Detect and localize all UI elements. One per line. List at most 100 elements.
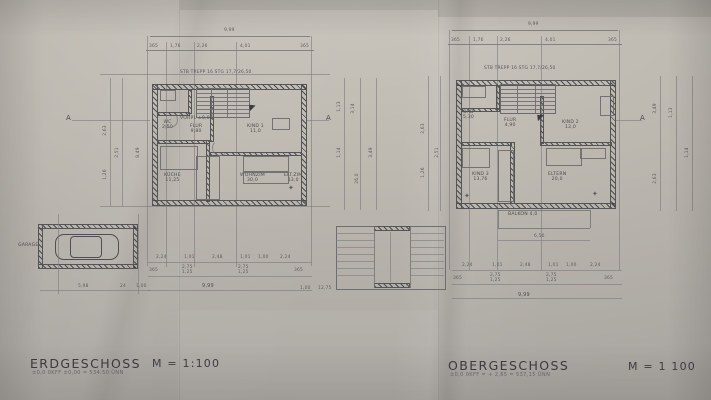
- og-dim-bot1-2: 1,01: [492, 263, 503, 268]
- og-balcony-area: 4,0: [529, 212, 538, 217]
- eg-scale: M = 1:100: [152, 357, 221, 370]
- eg-furniture-stairwell-box: [196, 156, 220, 200]
- og-dim-left-line2: [440, 76, 441, 211]
- eg-dim-bot-line2: [148, 276, 312, 277]
- eg-room-kueche-area: 11,25: [165, 178, 180, 184]
- og-dim-top-2: 1,76: [473, 38, 484, 43]
- og-dim-bot2-6: 365: [604, 276, 613, 281]
- eg-dim-bot2-1: 365: [149, 268, 158, 273]
- og-balcony-rail-top: [498, 210, 590, 211]
- eg-room-kueche-name: KÜCHE: [164, 173, 181, 178]
- og-balcony-rail-left: [498, 210, 499, 228]
- og-dim-top-line: [452, 30, 618, 31]
- eg-iwall-kueche-right: [206, 140, 210, 202]
- og-stair-note: STB TREPP 16 STG 17,7/26,50: [484, 66, 556, 71]
- eg-garage-label: GARAGE: [18, 243, 39, 248]
- stair-detail-tread-1: [336, 233, 374, 234]
- eg-door-arc-2: [212, 140, 228, 156]
- eg-plant-icon: ✦: [288, 184, 294, 192]
- eg-dim-bot-line3: [148, 290, 312, 291]
- eg-dim-left-line2: [122, 78, 123, 206]
- eg-dim-bot-overall: 9,99: [202, 283, 214, 289]
- og-iwall-bad-bottom: [462, 108, 500, 112]
- eg-dim-left-line: [110, 78, 111, 206]
- og-room-kind3-name: KIND 3: [472, 172, 489, 177]
- og-iwall-kind2-left: [540, 96, 544, 144]
- og-room-kind2-name: KIND 2: [562, 120, 579, 125]
- og-dim-bot2-4: 2,75: [546, 273, 557, 278]
- eg-dim-top-sub-line: [146, 50, 314, 51]
- stair-detail-tread-14: [410, 275, 444, 276]
- og-axis-letter: A: [640, 114, 645, 122]
- eg-furniture-wc-fixture: [160, 90, 176, 101]
- og-guide-3: [497, 36, 498, 270]
- og-room-eltern-name: ELTERN: [548, 172, 567, 177]
- eg-room-flur-area: 9,80: [190, 129, 202, 135]
- stair-detail-wall-top: [374, 226, 410, 231]
- og-room-bad-name: BAD: [463, 110, 474, 115]
- stair-detail-tread-8: [410, 233, 444, 234]
- eg-dim-right-5: 3,49: [368, 147, 374, 158]
- eg-title: ERDGESCHOSS: [30, 356, 141, 371]
- og-dim-bot1-1: 2,24: [462, 263, 473, 268]
- stair-detail-tread-13: [410, 268, 444, 269]
- eg-guide-h-bot: [100, 206, 330, 207]
- og-dim-right-2: 1,13: [668, 107, 674, 118]
- og-room-flur: FLUR 4,90: [504, 118, 516, 129]
- eg-garage-car-cabin: [70, 236, 102, 258]
- eg-garage-wall-left: [38, 224, 43, 269]
- eg-stair-note: STB TREPP 16 STG 17,7/26,50: [180, 70, 252, 75]
- stair-detail-tread-12: [410, 261, 444, 262]
- og-dim-bot-overall: 9,99: [518, 292, 530, 298]
- og-dim-bot1-3: 2,48: [520, 263, 531, 268]
- eg-room-wohnzimmer-area: 30,0: [246, 178, 258, 184]
- eg-dim-right-line: [344, 78, 345, 210]
- stair-detail-tread-4: [336, 254, 374, 255]
- eg-dim-bot1-4: 1,01: [240, 255, 251, 260]
- eg-garage-dim-1: 5,98: [78, 284, 89, 289]
- stair-detail-tread-9: [410, 240, 444, 241]
- eg-iwall-wc-right: [188, 90, 192, 114]
- eg-dim-top-line: [150, 36, 310, 37]
- paper-edge-top: [180, 0, 438, 10]
- og-wall-bottom: [456, 203, 616, 209]
- eg-room-eltzim-area: 13,0: [287, 178, 299, 184]
- eg-dim-extra-1: 1,00: [300, 286, 311, 291]
- eg-dim-bot2-5: 1,25: [238, 270, 249, 275]
- eg-dim-bot2-3: 1,25: [182, 270, 193, 275]
- og-guide-1: [449, 30, 450, 270]
- og-furniture-desk: [600, 96, 614, 116]
- eg-dim-top-1: 365: [149, 44, 158, 49]
- eg-guide-3: [194, 42, 195, 267]
- og-guide-5: [619, 30, 620, 270]
- eg-garage-dim-2: 24: [120, 284, 126, 289]
- og-dim-left-line: [428, 76, 429, 211]
- og-balcony-rail-right: [590, 210, 591, 228]
- og-dim-bot-line3: [452, 298, 622, 299]
- eg-room-eltzim-name: ELT.ZIM: [284, 173, 303, 178]
- eg-room-flur: FLUR 9,80: [190, 124, 202, 135]
- eg-garage-dim-line: [40, 290, 150, 291]
- eg-garage-dim-3: 1,00: [136, 284, 147, 289]
- eg-dim-bot-line1: [148, 262, 312, 263]
- eg-room-wc-area: 2,50: [162, 125, 174, 131]
- eg-room-kind1-name: KIND 1: [247, 124, 264, 129]
- og-dim-left-2: 1,26: [420, 167, 426, 178]
- eg-dim-left-1: 2,63: [102, 125, 108, 136]
- og-dim-bot1-4: 1,01: [548, 263, 559, 268]
- og-room-bad-area: 5,30: [463, 115, 475, 121]
- eg-dim-right-3: 1,14: [336, 147, 342, 158]
- og-wall-left: [456, 80, 462, 209]
- paper-edge-top-right: [438, 0, 711, 17]
- og-room-eltern-area: 20,0: [551, 177, 563, 183]
- og-guide-2: [469, 36, 470, 270]
- stair-detail-frame: [336, 226, 446, 290]
- stair-detail-tread-7: [336, 275, 374, 276]
- eg-dim-top-overall: 9,99: [224, 28, 235, 33]
- stair-detail-wall-bottom: [374, 283, 410, 288]
- og-iwall-mid-h: [462, 142, 512, 146]
- stair-detail-tread-2: [336, 240, 374, 241]
- og-room-eltern: ELTERN 20,0: [548, 172, 566, 183]
- og-dim-right-4: 2,63: [652, 173, 658, 184]
- og-scale: M = 1 100: [628, 360, 696, 373]
